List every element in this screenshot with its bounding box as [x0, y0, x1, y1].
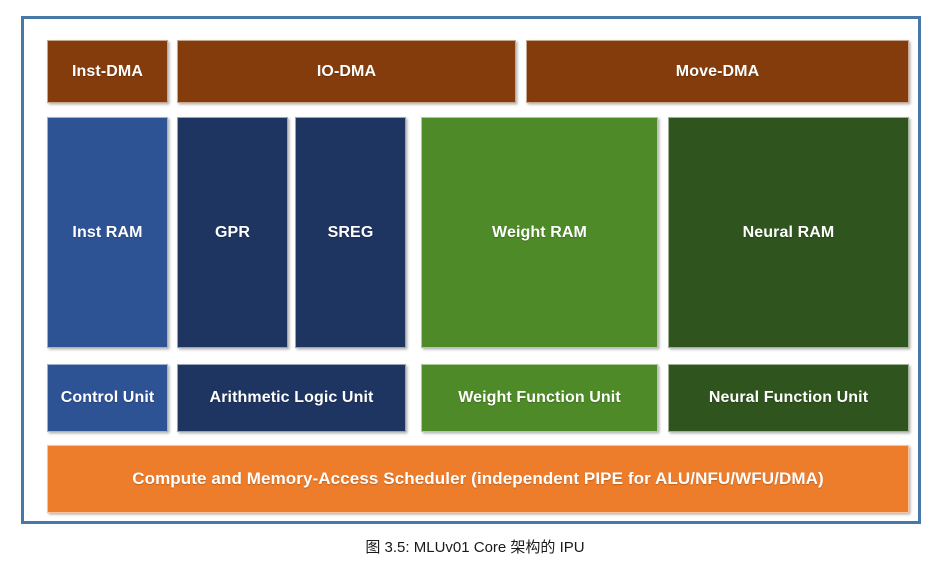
block-gpr: GPR [177, 117, 288, 348]
block-label: GPR [215, 223, 250, 241]
block-label: Arithmetic Logic Unit [209, 389, 374, 407]
block-label: Move-DMA [675, 62, 760, 80]
block-inst-dma: Inst-DMA [47, 40, 168, 103]
block-move-dma: Move-DMA [526, 40, 909, 103]
block-label: Weight RAM [492, 223, 587, 241]
block-label: Inst-DMA [71, 62, 143, 80]
block-neural-function-unit: Neural Function Unit [668, 364, 909, 432]
block-label: Neural Function Unit [708, 389, 869, 407]
block-weight-ram: Weight RAM [421, 117, 658, 348]
block-label: Weight Function Unit [458, 389, 621, 407]
diagram-canvas: Inst-DMA IO-DMA Move-DMA Inst RAM GPR SREG Wei… [24, 19, 918, 521]
block-label: Inst RAM [72, 223, 143, 241]
block-label: Neural RAM [742, 223, 835, 241]
block-label: IO-DMA [316, 62, 377, 80]
block-io-dma: IO-DMA [177, 40, 516, 103]
block-weight-function-unit: Weight Function Unit [421, 364, 658, 432]
block-compute-memory-access-scheduler: Compute and Memory-Access Scheduler (ind… [47, 445, 909, 513]
block-label: Control Unit [60, 389, 155, 407]
block-label: SREG [327, 223, 374, 241]
block-control-unit: Control Unit [47, 364, 168, 432]
block-arithmetic-logic-unit: Arithmetic Logic Unit [177, 364, 406, 432]
block-inst-ram: Inst RAM [47, 117, 168, 348]
figure-caption: 图 3.5: MLUv01 Core 架构的 IPU [365, 539, 585, 556]
block-neural-ram: Neural RAM [668, 117, 909, 348]
block-label: Compute and Memory-Access Scheduler (ind… [132, 469, 824, 489]
block-sreg: SREG [295, 117, 406, 348]
architecture-diagram-frame: Inst-DMA IO-DMA Move-DMA Inst RAM GPR SREG Wei… [21, 16, 921, 524]
